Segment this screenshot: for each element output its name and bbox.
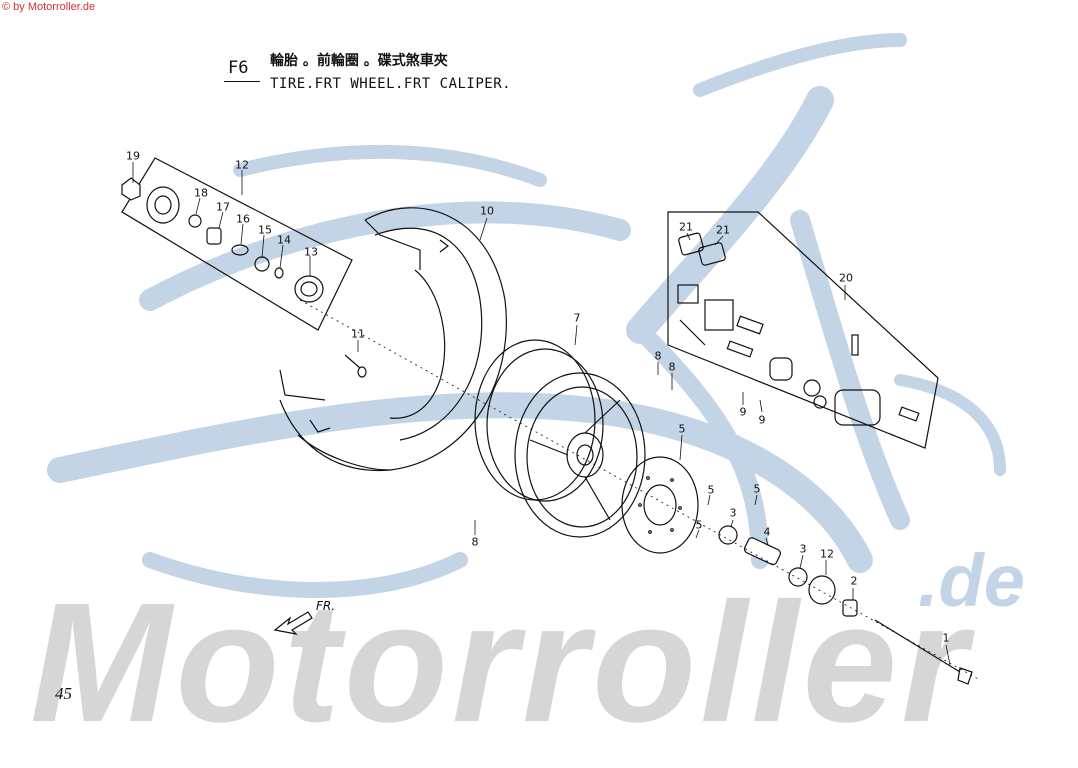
section-title-english: TIRE.FRT WHEEL.FRT CALIPER. xyxy=(270,76,512,92)
speedo-gear-kit-outline xyxy=(121,157,353,331)
callout-number: 21 xyxy=(716,223,730,237)
callout-number: 2 xyxy=(850,574,858,588)
callout-number: 12 xyxy=(235,158,249,172)
callout-number: 10 xyxy=(480,204,494,218)
tire-drawing xyxy=(279,207,507,472)
callout-number: 4 xyxy=(763,525,771,539)
wheel-rim-drawing xyxy=(474,339,646,538)
callout-number: 13 xyxy=(304,245,318,259)
callout-number: 3 xyxy=(799,542,807,556)
callout-number: 18 xyxy=(194,186,208,200)
watermark-domain-suffix: .de xyxy=(918,539,1025,622)
callout-number: 8 xyxy=(654,349,662,363)
callout-number: 8 xyxy=(668,360,676,374)
callout-number: 20 xyxy=(839,271,853,285)
callout-number: 12 xyxy=(820,547,834,561)
callout-number: 19 xyxy=(126,149,140,163)
callout-number: 5 xyxy=(707,483,715,497)
section-code-underline xyxy=(224,81,260,82)
section-code: F6 xyxy=(228,58,249,78)
callout-number: 3 xyxy=(729,506,737,520)
callout-number: 5 xyxy=(678,422,686,436)
callout-number: 14 xyxy=(277,233,291,247)
watermark-text: Motorroller xyxy=(30,568,972,758)
callout-number: 5 xyxy=(753,482,761,496)
callout-number: 15 xyxy=(258,223,272,237)
axle-center-line xyxy=(299,299,981,681)
callout-number: 9 xyxy=(758,413,766,427)
front-direction-label: FR. xyxy=(316,599,336,613)
page-number: 45 xyxy=(55,684,72,703)
section-title-chinese: 輪胎 。前輪圈 。碟式煞車夾 xyxy=(270,53,448,69)
valve-stem-drawing xyxy=(344,354,367,378)
callout-number: 8 xyxy=(471,535,479,549)
callout-number: 21 xyxy=(679,220,693,234)
callout-number: 5 xyxy=(695,518,703,532)
callout-number: 11 xyxy=(351,327,365,341)
front-direction-arrow xyxy=(273,611,313,635)
callout-number: 17 xyxy=(216,200,230,214)
brake-disc-drawing xyxy=(621,456,699,554)
callout-number: 9 xyxy=(739,405,747,419)
hub-parts-drawing xyxy=(718,525,973,685)
callout-number: 1 xyxy=(942,631,950,645)
callout-number: 16 xyxy=(236,212,250,226)
caliper-assembly-outline xyxy=(667,211,939,449)
callout-number: 7 xyxy=(573,311,581,325)
copyright-link[interactable]: © by Motorroller.de xyxy=(2,1,96,13)
